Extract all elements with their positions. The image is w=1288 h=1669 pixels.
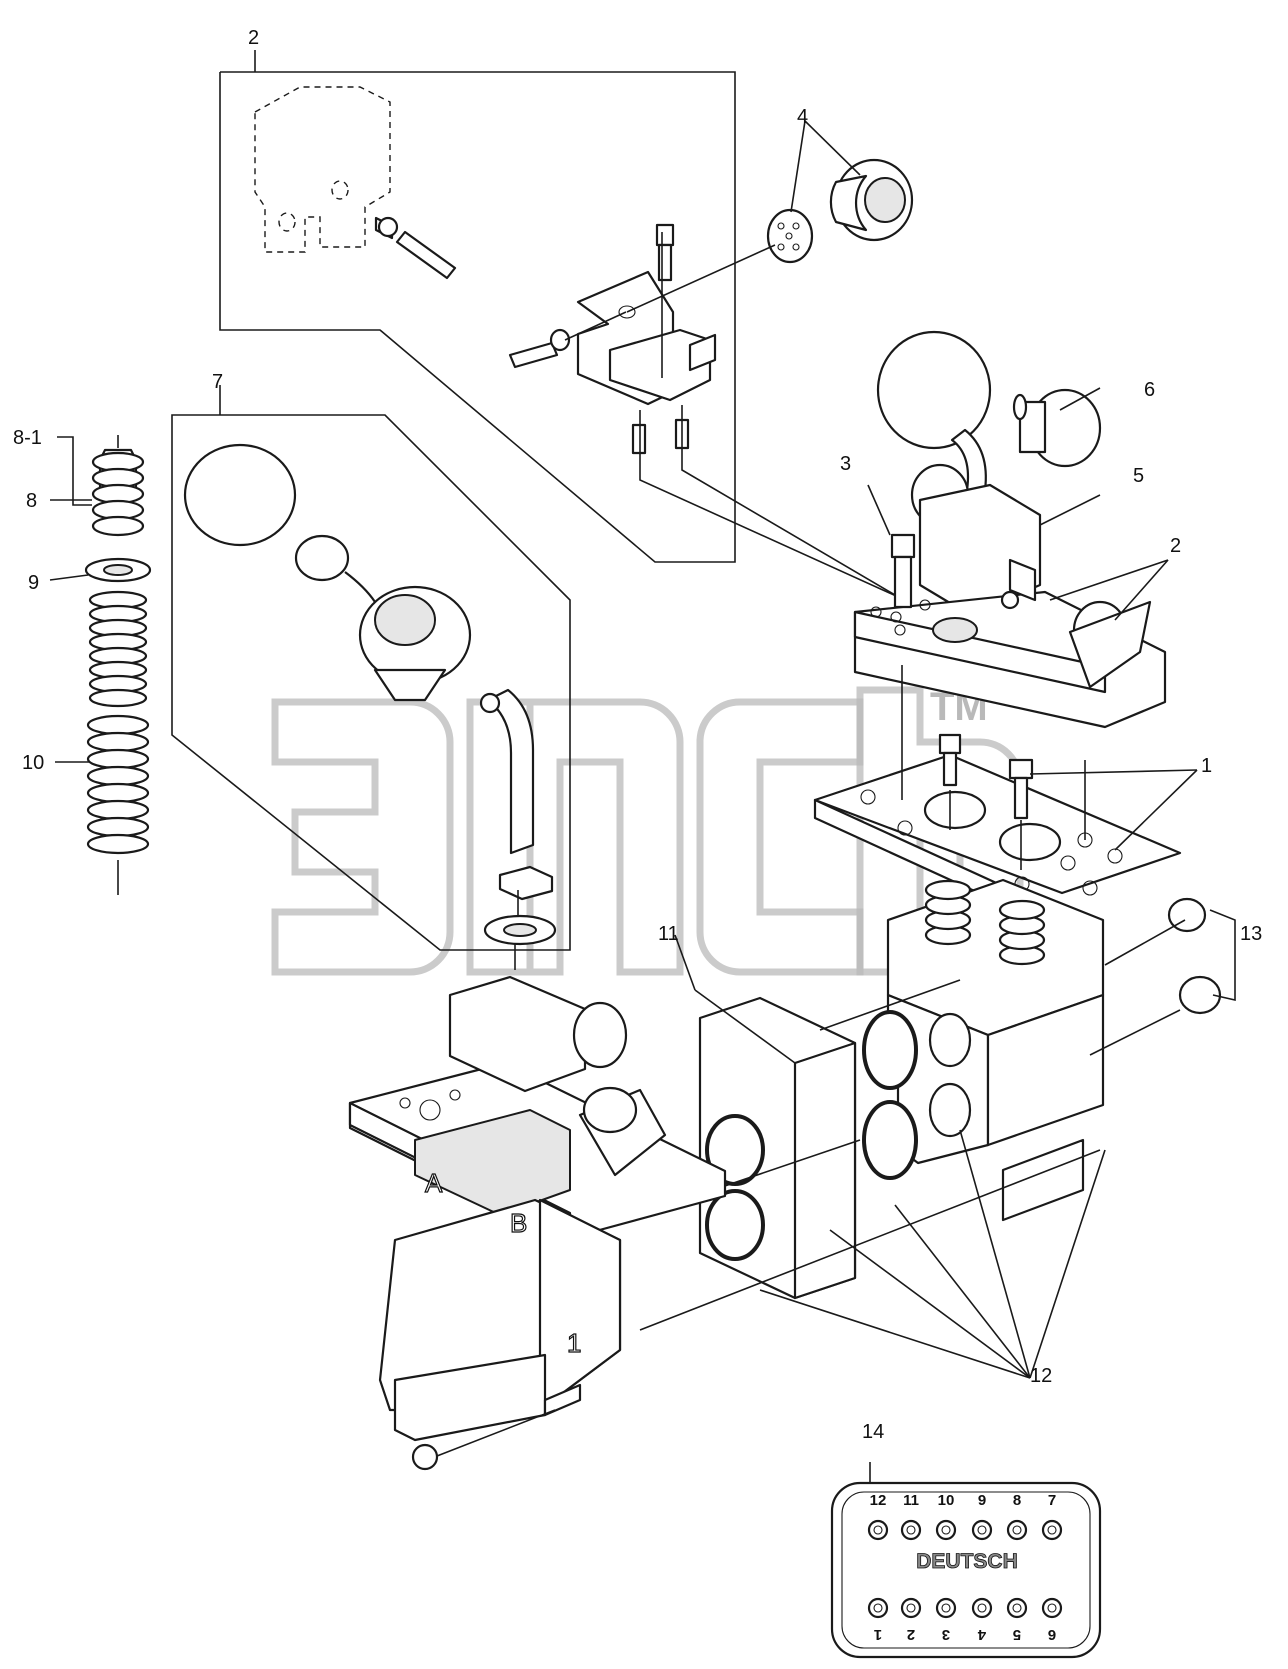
callout-9: 9 — [28, 572, 39, 594]
pin-label-10: 10 — [938, 1492, 955, 1509]
pin-label-7: 7 — [1048, 1492, 1056, 1509]
callout-6: 6 — [1144, 379, 1155, 401]
pin-label-1: 1 — [874, 1626, 882, 1643]
callout-12: 12 — [1030, 1365, 1052, 1387]
connector-label: DEUTSCH — [916, 1550, 1018, 1573]
callout-3: 3 — [840, 453, 851, 475]
pin-label-9: 9 — [978, 1492, 986, 1509]
callout-14: 14 — [862, 1421, 884, 1443]
right-valve-section — [886, 878, 1236, 1222]
part-5-handle-assembly — [853, 330, 1167, 729]
spring-right — [998, 899, 1046, 966]
deutsch-connector: 12 11 10 9 8 7 DEUTSCH 1 2 3 4 5 6 — [830, 1462, 1102, 1659]
pin-label-2: 2 — [907, 1626, 915, 1643]
spring-10 — [86, 714, 150, 855]
section-label-body-number: 1 — [567, 1328, 581, 1358]
inset-frame-part-7 — [171, 385, 571, 951]
callout-10: 10 — [22, 752, 44, 774]
callout-8: 8 — [26, 490, 37, 512]
spring-8 — [88, 590, 148, 708]
inset-frame-part-2 — [219, 50, 736, 563]
pin-label-11: 11 — [903, 1492, 919, 1509]
leader-lines — [759, 484, 1198, 1379]
pin-label-12: 12 — [870, 1492, 887, 1509]
connector-top-pins — [867, 1519, 1063, 1541]
callout-5: 5 — [1133, 465, 1144, 487]
callout-8-1: 8-1 — [13, 427, 42, 449]
callout-13: 13 — [1240, 923, 1262, 945]
callout-4: 4 — [797, 106, 808, 128]
front-valve-section: A B 1 — [348, 935, 727, 1471]
spring-stack — [49, 435, 152, 895]
callout-2-top: 2 — [248, 27, 259, 49]
callout-1: 1 — [1201, 755, 1212, 777]
section-label-a: A — [425, 1168, 443, 1198]
callout-2-right: 2 — [1170, 535, 1181, 557]
pin-label-6: 6 — [1048, 1626, 1056, 1643]
connector-bottom-pins — [867, 1597, 1063, 1619]
callout-7: 7 — [212, 371, 223, 393]
part-2-bracket-outline — [254, 86, 457, 280]
part-7-lever-kit — [183, 443, 557, 946]
callout-11: 11 — [658, 923, 679, 945]
part-6-knob — [1012, 387, 1102, 468]
section-label-b: B — [510, 1208, 527, 1238]
spring-left — [924, 879, 972, 946]
pin-label-3: 3 — [942, 1626, 950, 1643]
upper-bracket — [508, 223, 906, 601]
pin-label-5: 5 — [1013, 1626, 1021, 1643]
pin-label-4: 4 — [977, 1626, 986, 1643]
pin-label-8: 8 — [1013, 1492, 1021, 1509]
part-11-section — [609, 934, 1101, 1331]
callout-labels: 2 4 6 7 8-1 8 9 10 3 5 2 1 11 13 12 14 — [13, 27, 1262, 1443]
part-4-knob — [766, 120, 914, 264]
